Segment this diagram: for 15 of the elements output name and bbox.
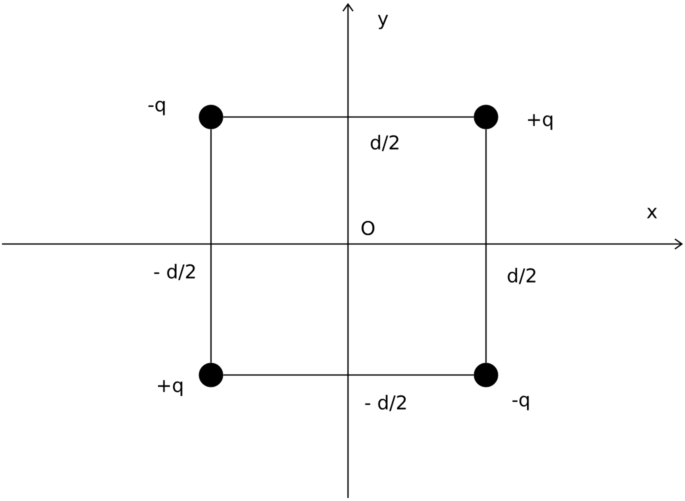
- charge-label: +q: [528, 114, 552, 130]
- square-side: [223, 116, 474, 118]
- axis-label: x: [646, 208, 657, 218]
- coordinate-label: - d/2: [365, 394, 406, 412]
- axis-label: y: [378, 14, 388, 30]
- coordinate-label: d/2: [370, 134, 398, 152]
- charge-label: +q: [158, 380, 182, 396]
- square-side: [485, 129, 487, 363]
- coordinate-label: d/2: [508, 268, 536, 284]
- charge-label: -q: [512, 396, 529, 410]
- coordinate-label: - d/2: [154, 264, 195, 280]
- square-side: [223, 374, 474, 376]
- charge-label: -q: [148, 100, 165, 116]
- square-side: [210, 129, 212, 363]
- origin-label: O: [362, 220, 374, 236]
